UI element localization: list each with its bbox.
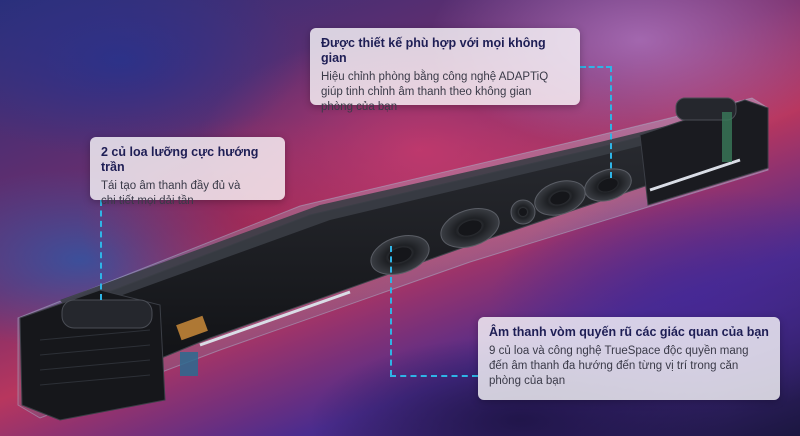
callout-line: giúp tinh chỉnh âm thanh theo không gian xyxy=(321,86,532,98)
connector-top xyxy=(580,66,612,68)
connector-right-vertical xyxy=(390,246,392,376)
callout-title: 2 củ loa lưỡng cực hướng trần xyxy=(101,145,259,174)
callout-room-adaptation: Được thiết kế phù hợp với mọi không gian… xyxy=(310,28,580,113)
callout-upfiring-drivers: 2 củ loa lưỡng cực hướng trần Tái tạo âm… xyxy=(90,137,285,207)
connector-top-vertical xyxy=(610,66,612,178)
callout-line: Tái tạo âm thanh đầy đủ và xyxy=(101,180,241,192)
callout-line: đến âm thanh đa hướng đến từng vị trí tr… xyxy=(489,360,739,372)
connector-left xyxy=(100,200,102,300)
callout-surround-sound: Âm thanh vòm quyến rũ các giác quan của … xyxy=(478,317,780,400)
callout-line: phòng của bạn xyxy=(321,101,398,113)
callout-line: 9 củ loa và công nghệ TrueSpace độc quyề… xyxy=(489,345,749,357)
callout-line: Hiệu chỉnh phòng bằng công nghệ ADAPTiQ xyxy=(321,71,549,83)
callout-line: phòng của bạn xyxy=(489,375,566,387)
callout-line: chi tiết mọi dải tần xyxy=(101,195,194,207)
connector-right-horizontal xyxy=(390,375,478,377)
callout-title: Âm thanh vòm quyến rũ các giác quan của … xyxy=(489,325,769,339)
callout-title: Được thiết kế phù hợp với mọi không gian xyxy=(321,36,546,65)
